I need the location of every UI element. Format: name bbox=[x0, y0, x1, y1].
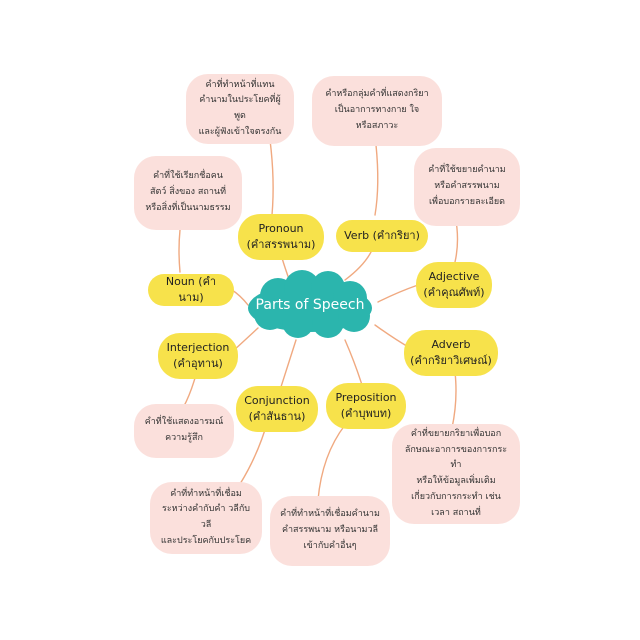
link-center-preposition bbox=[344, 339, 363, 386]
note-pronoun-text: คำที่ทำหน้าที่แทน คำนามในประโยคที่ผู้พูด… bbox=[198, 79, 282, 137]
center-label: Parts of Speech bbox=[255, 297, 365, 313]
note-conjunction: คำที่ทำหน้าที่เชื่อม ระหว่างคำกับคำ วลีก… bbox=[150, 482, 262, 554]
note-preposition: คำที่ทำหน้าที่เชื่อมคำนาม คำสรรพนาม หรือ… bbox=[270, 496, 390, 566]
node-adverb-th: (คำกริยาวิเศษณ์) bbox=[410, 354, 492, 367]
note-adjective-text: คำที่ใช้ขยายคำนาม หรือคำสรรพนาม เพื่อบอก… bbox=[428, 165, 506, 207]
link-noun-note bbox=[178, 229, 181, 273]
link-verb-note bbox=[374, 144, 379, 216]
node-preposition: Preposition (คำบุพบท) bbox=[326, 383, 406, 429]
note-preposition-text: คำที่ทำหน้าที่เชื่อมคำนาม คำสรรพนาม หรือ… bbox=[280, 509, 380, 551]
node-preposition-th: (คำบุพบท) bbox=[340, 407, 392, 420]
node-conjunction-th: (คำสันธาน) bbox=[248, 410, 306, 423]
note-adjective: คำที่ใช้ขยายคำนาม หรือคำสรรพนาม เพื่อบอก… bbox=[414, 148, 520, 226]
node-preposition-en: Preposition bbox=[335, 391, 397, 405]
node-adverb-en: Adverb bbox=[431, 338, 471, 352]
node-verb: Verb (คำกริยา) bbox=[336, 220, 428, 252]
center-topic: Parts of Speech bbox=[240, 270, 380, 340]
note-adverb: คำที่ขยายกริยาเพื่อบอก ลักษณะอาการของการ… bbox=[392, 424, 520, 524]
note-interjection-text: คำที่ใช้แสดงอารมณ์ ความรู้สึก bbox=[144, 417, 224, 443]
node-interjection: Interjection (คำอุทาน) bbox=[158, 333, 238, 379]
note-noun-text: คำที่ใช้เรียกชื่อคน สัตว์ สิ่งของ สถานที… bbox=[145, 171, 231, 213]
link-pronoun-note bbox=[269, 139, 274, 216]
link-center-verb bbox=[344, 249, 373, 281]
node-adjective: Adjective (คำคุณศัพท์) bbox=[416, 262, 492, 308]
note-conjunction-text: คำที่ทำหน้าที่เชื่อม ระหว่างคำกับคำ วลีก… bbox=[160, 488, 252, 546]
note-pronoun: คำที่ทำหน้าที่แทน คำนามในประโยคที่ผู้พูด… bbox=[186, 74, 294, 144]
node-interjection-th: (คำอุทาน) bbox=[173, 357, 223, 370]
note-verb-text: คำหรือกลุ่มคำที่แสดงกริยา เป็นอาการทางกา… bbox=[325, 89, 429, 131]
node-pronoun-th: (คำสรรพนาม) bbox=[246, 238, 316, 251]
cloud-shape bbox=[248, 270, 372, 338]
node-conjunction-en: Conjunction bbox=[244, 394, 310, 408]
node-adverb: Adverb (คำกริยาวิเศษณ์) bbox=[404, 330, 498, 376]
node-noun: Noun (คำนาม) bbox=[148, 274, 234, 306]
node-pronoun-en: Pronoun bbox=[258, 222, 304, 236]
note-noun: คำที่ใช้เรียกชื่อคน สัตว์ สิ่งของ สถานที… bbox=[134, 156, 242, 230]
node-noun-label: Noun (คำนาม) bbox=[165, 275, 217, 304]
link-preposition-note bbox=[317, 424, 346, 501]
note-interjection: คำที่ใช้แสดงอารมณ์ ความรู้สึก bbox=[134, 404, 234, 458]
node-pronoun: Pronoun (คำสรรพนาม) bbox=[238, 214, 324, 260]
link-center-conjunction bbox=[279, 339, 297, 391]
link-center-adjective bbox=[377, 284, 419, 303]
node-verb-label: Verb (คำกริยา) bbox=[344, 229, 420, 243]
node-adjective-en: Adjective bbox=[428, 270, 480, 284]
link-adverb-note bbox=[451, 371, 457, 429]
node-interjection-en: Interjection bbox=[166, 341, 230, 355]
node-conjunction: Conjunction (คำสันธาน) bbox=[236, 386, 318, 432]
note-adverb-text: คำที่ขยายกริยาเพื่อบอก ลักษณะอาการของการ… bbox=[404, 428, 508, 518]
note-verb: คำหรือกลุ่มคำที่แสดงกริยา เป็นอาการทางกา… bbox=[312, 76, 442, 146]
node-adjective-th: (คำคุณศัพท์) bbox=[423, 286, 485, 299]
